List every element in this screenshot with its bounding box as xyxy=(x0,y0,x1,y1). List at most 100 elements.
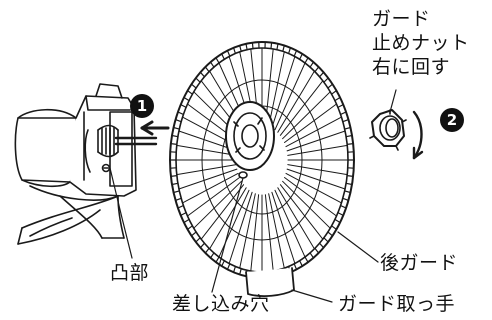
boss-protrusion xyxy=(101,163,111,173)
guard-spoke xyxy=(277,187,315,250)
rim-tick xyxy=(293,263,298,270)
guard-spoke xyxy=(239,193,256,269)
rim-tick xyxy=(170,143,178,145)
rim-tick xyxy=(327,83,334,89)
rim-tick xyxy=(204,247,210,254)
label-boss: 凸部 xyxy=(110,262,150,284)
rim-tick xyxy=(190,83,197,89)
rim-tick xyxy=(337,212,344,216)
rim-tick xyxy=(342,197,350,201)
guard-spoke xyxy=(279,80,324,136)
label-rear-guard: 後ガード xyxy=(380,252,459,274)
rim-tick xyxy=(210,61,215,68)
rim-tick xyxy=(344,126,351,130)
rim-tick xyxy=(187,89,193,95)
rim-tick xyxy=(345,134,353,138)
rim-tick xyxy=(177,205,184,209)
rim-tick xyxy=(226,263,231,270)
rear-guard xyxy=(169,41,355,297)
rim-tick xyxy=(204,66,210,73)
rim-tick xyxy=(173,126,180,130)
rim-tick xyxy=(215,57,220,64)
rim-tick xyxy=(174,197,182,201)
rim-tick xyxy=(215,256,220,263)
rim-tick xyxy=(282,44,285,52)
rim-tick xyxy=(346,175,354,177)
rim-tick xyxy=(309,252,314,259)
step-2-badge: 2 xyxy=(440,108,464,132)
rim-tick xyxy=(233,265,236,273)
insert-arrow xyxy=(140,120,170,136)
rim-tick xyxy=(195,237,201,243)
guard-spoke xyxy=(264,194,274,272)
guard-spoke xyxy=(176,164,237,176)
leader-rear-guard xyxy=(337,231,379,263)
guard-spoke xyxy=(200,184,245,240)
rim-tick xyxy=(251,41,254,50)
guard-spoke xyxy=(277,70,315,133)
rim-tick xyxy=(334,96,341,102)
guard-spoke xyxy=(287,164,348,176)
leader-guard-handle xyxy=(291,289,333,303)
guard-spoke xyxy=(228,191,253,264)
rim-tick xyxy=(174,118,182,123)
rim-tick xyxy=(221,260,225,267)
guard-spoke xyxy=(279,184,324,240)
guard-spoke xyxy=(282,180,331,229)
rim-tick xyxy=(199,242,206,249)
rim-tick xyxy=(180,212,187,216)
guard-spoke xyxy=(187,177,240,217)
rim-tick xyxy=(344,190,351,194)
rim-tick xyxy=(239,44,242,52)
guard-spoke xyxy=(176,144,237,156)
rim-tick xyxy=(314,66,320,73)
leader-boss xyxy=(109,167,133,259)
guard-spoke xyxy=(282,91,331,140)
guard-spoke xyxy=(285,116,342,148)
rim-tick xyxy=(180,103,187,109)
rim-tick xyxy=(183,218,190,224)
rim-tick xyxy=(340,111,347,116)
rim-tick xyxy=(221,53,225,60)
rim-tick xyxy=(199,71,206,78)
rim-tick xyxy=(345,182,353,186)
rim-tick xyxy=(245,43,248,51)
guard-spoke xyxy=(287,144,348,156)
guard-spoke xyxy=(285,172,342,204)
rim-tick xyxy=(299,260,303,267)
rim-tick xyxy=(327,231,334,237)
guard-spoke xyxy=(271,56,296,129)
label-guard-nut-line-3: 右に回す xyxy=(372,56,451,78)
guard-spoke xyxy=(268,193,285,269)
label-guard-handle: ガード取っ手 xyxy=(338,293,456,315)
rim-tick xyxy=(276,43,279,51)
rim-tick xyxy=(318,71,325,78)
step-1-badge: 1 xyxy=(130,94,154,118)
rim-tick xyxy=(334,218,341,224)
guard-spoke xyxy=(274,189,306,258)
rim-tick xyxy=(293,49,298,57)
guard-spoke xyxy=(182,172,239,204)
rim-tick xyxy=(195,77,201,83)
rotate-arrow xyxy=(412,110,424,160)
label-guard-nut-line-1: ガード xyxy=(372,8,431,30)
rim-tick xyxy=(170,175,178,177)
guard-spoke xyxy=(250,194,260,272)
guard-spoke xyxy=(286,130,346,152)
guard-nut xyxy=(369,109,407,151)
guard-spoke xyxy=(268,51,285,127)
guard-spoke xyxy=(178,168,238,190)
motor-shaft xyxy=(97,124,158,158)
rim-tick xyxy=(183,96,190,102)
rim-tick xyxy=(304,256,309,263)
guard-spoke xyxy=(284,103,337,143)
label-guard-nut-line-2: 止めナット xyxy=(372,32,470,54)
guard-spoke xyxy=(274,62,306,131)
rim-tick xyxy=(331,89,337,95)
rim-tick xyxy=(318,242,325,249)
rim-tick xyxy=(323,237,329,243)
guard-spoke xyxy=(193,180,242,229)
guard-spoke xyxy=(209,187,247,250)
rim-tick xyxy=(187,225,193,230)
rim-tick xyxy=(210,252,215,259)
